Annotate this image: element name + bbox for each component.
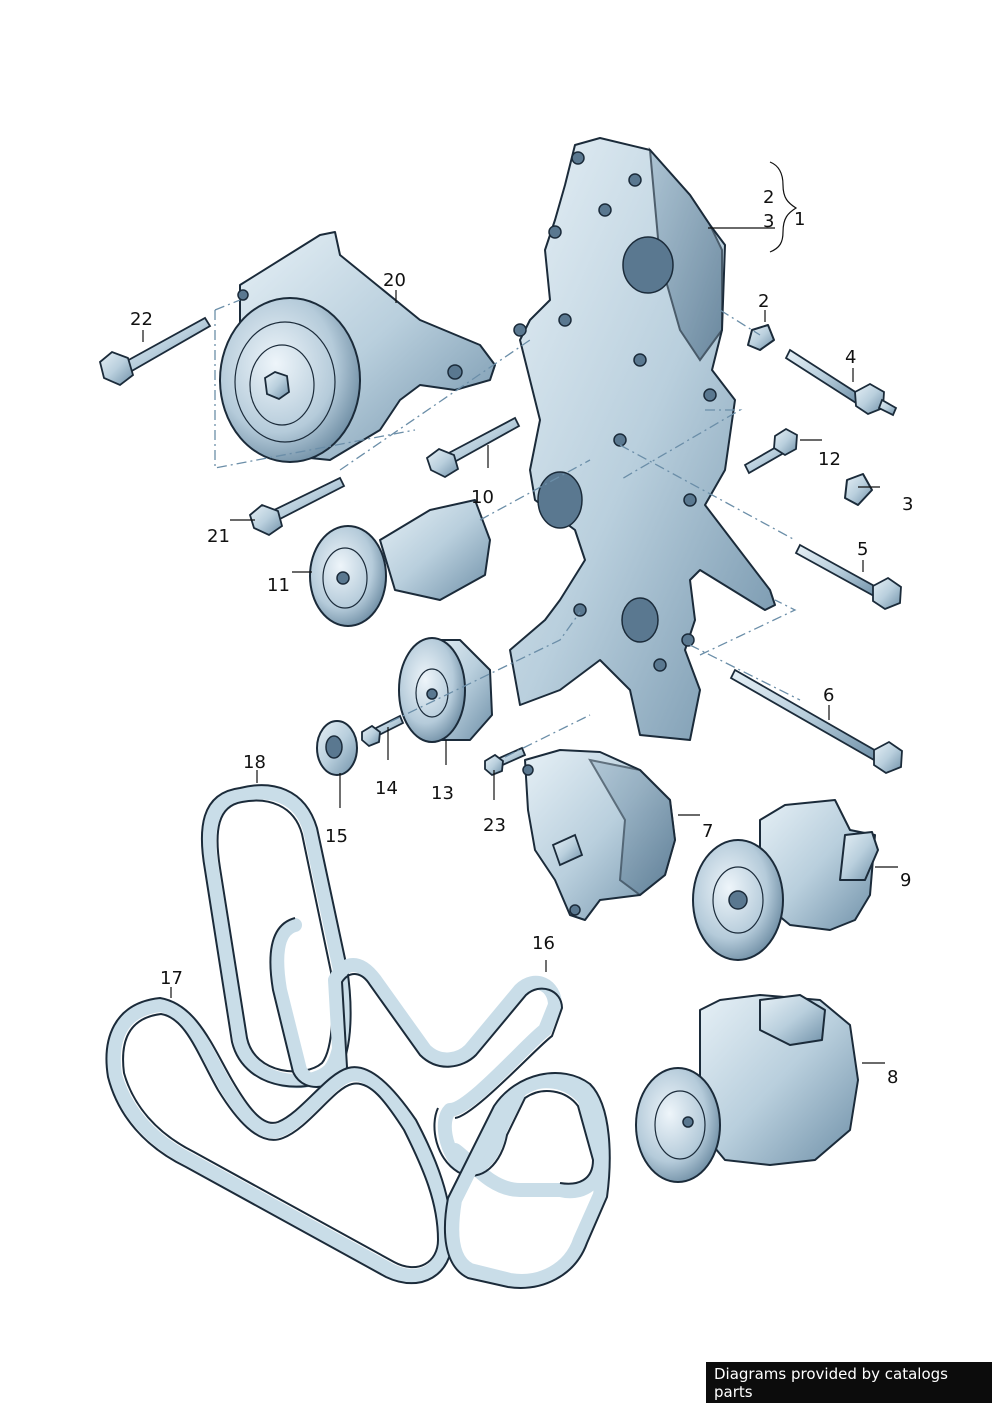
bolt-12 <box>743 427 798 475</box>
callout-2a: 2 <box>763 187 775 208</box>
ac-compressor <box>635 994 859 1183</box>
engine-bracket <box>509 137 776 741</box>
callout-3a: 3 <box>763 211 775 232</box>
callout-23: 23 <box>483 815 506 836</box>
idler-bracket-with-pulley <box>219 231 496 463</box>
callout-11: 11 <box>267 575 290 596</box>
callout-1: 1 <box>794 209 806 230</box>
idler-pulley <box>398 637 493 743</box>
callout-4: 4 <box>845 347 857 368</box>
belt-17 <box>105 996 611 1289</box>
callout-15: 15 <box>325 826 348 847</box>
callout-7: 7 <box>702 821 714 842</box>
callout-21: 21 <box>207 526 230 547</box>
assembly-lines <box>214 299 801 758</box>
callout-18: 18 <box>243 752 266 773</box>
leader-lines <box>142 161 898 1064</box>
callout-2b: 2 <box>758 291 770 312</box>
belt-16 <box>269 917 607 1199</box>
callout-3b: 3 <box>902 494 914 515</box>
callout-16: 16 <box>532 933 555 954</box>
bolt-5 <box>794 543 902 611</box>
bushing-2 <box>747 324 775 351</box>
bolt-4 <box>784 348 898 417</box>
callout-22: 22 <box>130 309 153 330</box>
bolt-22 <box>98 316 212 387</box>
callout-9: 9 <box>900 870 912 891</box>
alternator <box>522 749 677 921</box>
callout-13: 13 <box>431 783 454 804</box>
callout-14: 14 <box>375 778 398 799</box>
callout-10: 10 <box>471 487 494 508</box>
bolt-10 <box>425 416 521 479</box>
bolt-14 <box>361 714 405 748</box>
belt-tensioner <box>309 499 491 627</box>
bolt-21 <box>248 476 346 537</box>
callout-12: 12 <box>818 449 841 470</box>
attribution-banner: Diagrams provided by catalogs parts <box>706 1362 992 1403</box>
power-steering-pump <box>692 799 879 961</box>
bushing-3 <box>844 473 873 506</box>
callout-6: 6 <box>823 685 835 706</box>
callout-20: 20 <box>383 270 406 291</box>
callout-8: 8 <box>887 1067 899 1088</box>
bolt-23 <box>484 746 527 777</box>
callout-5: 5 <box>857 539 869 560</box>
bolt-6 <box>729 668 903 775</box>
callout-17: 17 <box>160 968 183 989</box>
washer <box>316 720 358 776</box>
